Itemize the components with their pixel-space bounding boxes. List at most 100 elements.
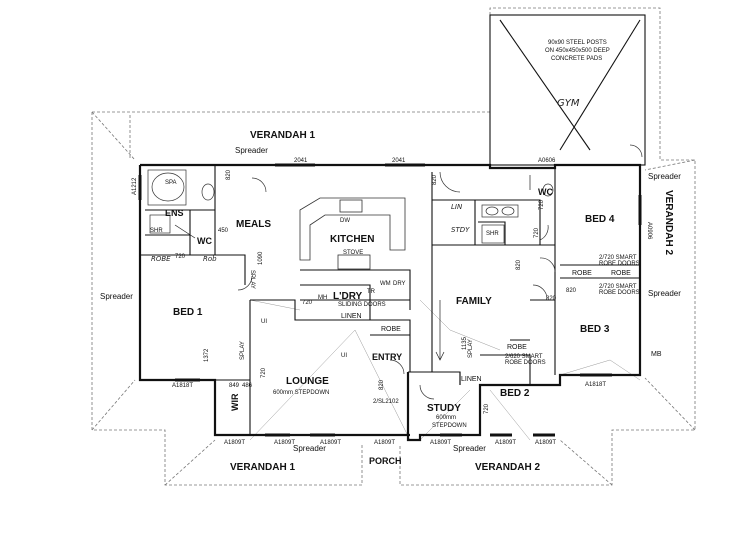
dim-720-ldry: 720 — [302, 300, 313, 306]
room-lounge: LOUNGE — [286, 376, 329, 387]
spreader-bottom-left: Spreader — [293, 444, 326, 453]
dim-a1809t-7: A1809T — [374, 440, 395, 446]
dishwasher-label: DW — [340, 218, 350, 224]
robe-bed2-label: ROBE — [507, 344, 527, 351]
spreader-right-bottom: Spreader — [648, 289, 681, 298]
room-wc-2: WC — [538, 187, 553, 197]
dryer-label: DRY — [393, 281, 406, 287]
room-bed-1: BED 1 — [173, 307, 203, 318]
spa-label: SPA — [165, 180, 177, 186]
dim-a1212: A1212 — [132, 177, 138, 195]
windows — [138, 163, 642, 437]
robe-doors-bed3-a: 2/720 SMART — [599, 284, 637, 290]
gym-note-2: ON 450x450x500 DEEP — [545, 48, 610, 54]
dim-1090: 1090 — [258, 251, 264, 265]
shower-label-2: SHR — [486, 231, 499, 237]
dim-720-bed2: 720 — [484, 403, 490, 414]
study-stepdown-2: STEPDOWN — [432, 423, 467, 429]
dim-720-ens: 720 — [175, 254, 186, 260]
dim-820-entry: 820 — [379, 379, 385, 390]
internal-walls — [140, 165, 640, 435]
door-swings — [237, 144, 643, 400]
robe-entry-label: ROBE — [381, 326, 401, 333]
robe-bed4-left-label: ROBE — [572, 270, 592, 277]
roof-hip-lines — [249, 299, 641, 441]
linen-label-2: LINEN — [461, 376, 482, 383]
ui-label-2: UI — [261, 319, 267, 325]
robe-doors-bed2-a: 2/620 SMART — [505, 354, 543, 360]
room-kitchen: KITCHEN — [330, 234, 374, 245]
splay-label-3: SPLAY — [468, 339, 474, 358]
study-stepdown-1: 600mm — [436, 415, 456, 421]
dim-a0606: A0606 — [538, 158, 556, 164]
dim-849: 849 — [229, 383, 240, 389]
gym-note-1: 90x90 STEEL POSTS — [548, 40, 607, 46]
dim-a1809t-2: A1809T — [274, 440, 295, 446]
robe-bed4-right-label: ROBE — [611, 270, 631, 277]
room-wir: WIR — [230, 393, 240, 411]
bathroom-fixtures — [147, 169, 554, 244]
dim-a1818t-left: A1818T — [172, 383, 193, 389]
washing-machine-label: WM — [380, 281, 391, 287]
dim-1372: 1372 — [204, 348, 210, 362]
dim-a1809t-1: A1809T — [224, 440, 245, 446]
dim-a1809t-3: A1809T — [320, 440, 341, 446]
hand-note-rob: Rob — [203, 255, 217, 263]
dim-720-wc: 720 — [539, 199, 545, 210]
dim-a1809t-5: A1809T — [495, 440, 516, 446]
room-wc-1: WC — [197, 236, 212, 246]
room-bed-2: BED 2 — [500, 388, 530, 399]
dim-1135: 1135 — [462, 336, 468, 350]
room-gym: GYM — [557, 98, 580, 109]
dim-450: 450 — [218, 228, 229, 234]
room-study: STUDY — [427, 403, 461, 414]
splay-label-2: SPLAY — [240, 341, 246, 360]
verandah-bottom-right: VERANDAH 2 — [475, 462, 540, 473]
dim-2041-right: 2041 — [392, 158, 406, 164]
robe-doors-bed3-b: ROBE DOORS — [599, 290, 640, 296]
linen-label-1: LINEN — [341, 313, 362, 320]
porch-label: PORCH — [369, 456, 402, 466]
mb-label: MB — [651, 351, 662, 358]
dim-a0906: A0906 — [646, 222, 652, 240]
verandah-bottom-left: VERANDAH 1 — [230, 462, 295, 473]
robe-doors-bed4-b: ROBE DOORS — [599, 261, 640, 267]
robe-doors-bed2-b: ROBE DOORS — [505, 360, 546, 366]
spreader-top: Spreader — [235, 146, 268, 155]
hand-arrows — [174, 175, 531, 361]
room-entry: ENTRY — [372, 352, 402, 362]
verandah-roof-outline — [91, 7, 696, 486]
gym-structure — [489, 14, 646, 166]
sliding-doors-label: SLIDING DOORS — [338, 302, 386, 308]
verandah-right: VERANDAH 2 — [663, 190, 674, 255]
robe-doors-bed4-a: 2/720 SMART — [599, 255, 637, 261]
spreader-right-top: Spreader — [648, 172, 681, 181]
dim-486: 486 — [242, 383, 253, 389]
dim-2041-left: 2041 — [294, 158, 308, 164]
dim-820-family: 820 — [432, 174, 438, 185]
meter-hole-label: MH — [318, 295, 327, 301]
dim-720-shr: 720 — [534, 227, 540, 238]
kitchen-bench — [299, 197, 406, 270]
hand-note-study: STDY — [451, 226, 470, 234]
room-family: FAMILY — [456, 296, 492, 307]
dim-sliding-door: 2/SL2102 — [373, 399, 399, 405]
splay-label-1: SPLAY — [249, 270, 255, 289]
spreader-bottom-right: Spreader — [453, 444, 486, 453]
shower-label-1: SHR — [150, 228, 163, 234]
room-meals: MEALS — [236, 219, 271, 230]
dim-820-meals: 820 — [226, 169, 232, 180]
stove-label: STOVE — [343, 250, 363, 256]
hand-note-robe: ROBE — [151, 255, 171, 263]
dim-a1818t-right: A1818T — [585, 382, 606, 388]
spreader-left: Spreader — [100, 292, 133, 301]
dim-a1809t-6: A1809T — [535, 440, 556, 446]
dim-820-bed4: 820 — [516, 259, 522, 270]
dim-820-bed3: 820 — [566, 288, 577, 294]
room-bed-4: BED 4 — [585, 214, 615, 225]
ui-label-1: UI — [341, 353, 347, 359]
dim-a1809t-4: A1809T — [430, 440, 451, 446]
room-bed-3: BED 3 — [580, 324, 610, 335]
room-laundry: L'DRY — [333, 291, 363, 302]
